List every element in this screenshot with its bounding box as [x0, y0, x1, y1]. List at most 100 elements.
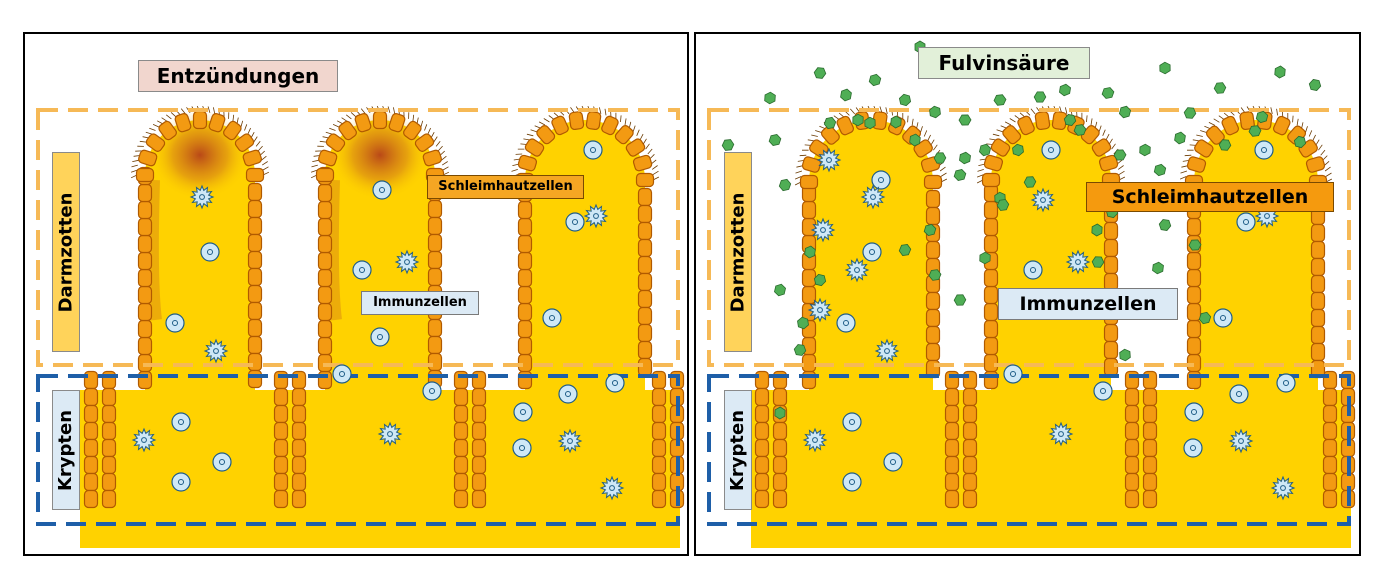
right-crypt-epithelial-cell	[944, 438, 960, 458]
right-crypt-epithelial-cell	[1322, 387, 1338, 407]
right-crypt-epithelial-cell	[754, 387, 770, 407]
right-crypt-epithelial-cell	[772, 489, 788, 509]
left-villus-epithelial-cell	[354, 113, 372, 133]
left-cell-nucleus	[548, 314, 556, 322]
right-crypt-epithelial-cell	[962, 421, 978, 441]
left-cell-nucleus	[593, 213, 599, 219]
right-cell-nucleus	[1264, 213, 1270, 219]
left-crypt-epithelial-cell	[471, 421, 487, 441]
left-spiky-immune-cell	[394, 249, 420, 275]
left-villi-zone	[36, 108, 680, 367]
left-immune-cell	[583, 140, 603, 160]
left-villus-epithelial-cell	[317, 234, 333, 254]
right-villus-epithelial-cell	[983, 285, 999, 305]
right-fulvic-particle	[1183, 107, 1197, 119]
left-villus-epithelial-cell	[137, 285, 153, 305]
left-villus-epithelial-cell	[317, 183, 333, 203]
left-villus-epithelial-cell	[137, 268, 153, 288]
right-villus-epithelial-cell	[981, 172, 1001, 188]
left-crypt-epithelial-cell	[273, 404, 289, 424]
left-villus-epithelial-cell	[247, 369, 263, 389]
left-villus-epithelial-cell	[637, 323, 653, 343]
left-crypts-label-text: Krypten	[55, 409, 77, 491]
right-fulvic-particle	[958, 114, 972, 126]
left-cell-nucleus	[567, 438, 573, 444]
right-cell-nucleus	[848, 478, 856, 486]
right-villus-epithelial-cell	[1186, 217, 1202, 237]
right-fulvic-particle	[909, 133, 921, 147]
right-fulvic-particle	[1274, 65, 1286, 79]
right-villus-epithelial-cell	[925, 308, 941, 328]
left-cell-nucleus	[177, 478, 185, 486]
left-tissue	[36, 105, 685, 548]
left-spiky-immune-cell	[377, 421, 403, 447]
left-crypt-epithelial-cell	[471, 404, 487, 424]
left-cell-nucleus	[206, 248, 214, 256]
left-villus-epithelial-cell	[317, 251, 333, 271]
right-crypt-epithelial-cell	[1322, 489, 1338, 509]
right-fulvic-particle	[1059, 83, 1071, 97]
left-villus-epithelial-cell	[137, 251, 153, 271]
right-fulvic-particle	[778, 178, 792, 192]
right-fulvic-particle	[890, 115, 902, 129]
right-crypt-epithelial-cell	[772, 455, 788, 475]
right-villus-epithelial-cell	[820, 125, 840, 145]
right-fulvic-particle	[978, 143, 992, 157]
right-villus-1	[809, 120, 933, 515]
left-crypt-epithelial-cell	[83, 438, 99, 458]
right-fulvic-particle	[1101, 87, 1115, 99]
right-villus-epithelial-cell	[923, 174, 943, 190]
left-crypt-epithelial-cell	[101, 404, 117, 424]
left-villus-3	[525, 120, 645, 515]
right-crypt-epithelial-cell	[944, 472, 960, 492]
left-crypt-epithelial-cell	[291, 489, 307, 509]
right-villus-epithelial-cell	[1017, 115, 1035, 136]
right-crypt-epithelial-cell	[1142, 438, 1158, 458]
right-crypt-epithelial-cell	[1124, 472, 1140, 492]
right-crypt-epithelial-cell	[962, 472, 978, 492]
left-cell-nucleus	[213, 348, 219, 354]
left-villus-epithelial-cell	[317, 217, 333, 237]
left-villus-epithelial-cell	[247, 216, 263, 236]
right-fulvic-particle	[774, 283, 786, 297]
right-crypt-epithelial-cell	[772, 387, 788, 407]
left-villus-epithelial-cell	[208, 113, 226, 133]
right-cell-nucleus	[848, 418, 856, 426]
right-fulvic-particle	[929, 105, 941, 119]
right-cell-nucleus	[854, 267, 860, 273]
right-fulvic-particle	[928, 269, 942, 281]
right-cell-nucleus	[877, 176, 885, 184]
right-villus-epithelial-cell	[1310, 291, 1326, 311]
left-crypt-zone	[36, 374, 680, 526]
right-fulvic-particle	[1153, 163, 1167, 177]
left-villus-epithelial-cell	[427, 318, 443, 338]
left-crypt-epithelial-cell	[471, 455, 487, 475]
left-cell-nucleus	[571, 218, 579, 226]
left-villus-epithelial-cell	[317, 319, 333, 339]
left-villus-epithelial-cell	[517, 336, 533, 356]
right-villus-epithelial-cell	[1310, 308, 1326, 328]
right-fulvic-particle	[1113, 149, 1127, 161]
right-villi-label-text: Darmzotten	[727, 192, 749, 312]
left-spiky-immune-cell	[599, 475, 625, 501]
left-villus-epithelial-cell	[625, 138, 646, 157]
left-villus-epithelial-cell	[403, 120, 422, 141]
right-fulvic-particle	[933, 152, 947, 164]
right-villus-epithelial-cell	[1310, 223, 1326, 243]
left-villus-epithelial-cell	[517, 319, 533, 339]
right-villi-zone	[707, 108, 1351, 367]
right-immune-cell	[1023, 260, 1043, 280]
right-spiky-immune-cell	[1065, 249, 1091, 275]
left-crypt-epithelial-cell	[101, 472, 117, 492]
left-immune-cell	[332, 364, 352, 384]
left-immune-cell	[422, 381, 442, 401]
left-inflammation-edge	[144, 179, 162, 321]
left-cell-nucleus	[338, 370, 346, 378]
right-immune-cell	[842, 412, 862, 432]
left-villus-epithelial-cell	[637, 272, 653, 292]
left-villus-epithelial-cell	[637, 238, 653, 258]
right-villus-epithelial-cell	[1103, 255, 1119, 275]
right-immune-cell	[1093, 381, 1113, 401]
left-villus-epithelial-cell	[137, 200, 153, 220]
